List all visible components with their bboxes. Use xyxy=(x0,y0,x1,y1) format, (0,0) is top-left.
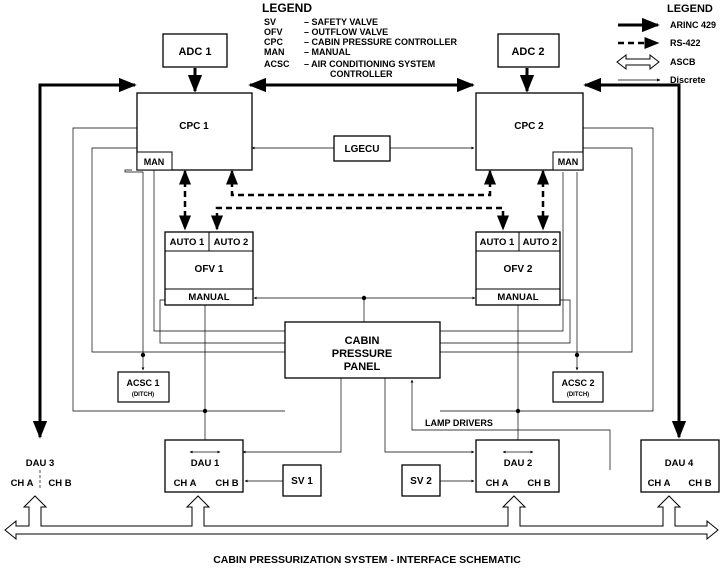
adc2-box xyxy=(497,33,560,68)
legend-ascb: ASCB xyxy=(670,57,696,67)
legend-lines: LEGEND ARINC 429 RS-422 ASCB Discrete xyxy=(616,3,716,85)
cpc1-label: CPC 1 xyxy=(179,121,209,132)
ofv2-box xyxy=(475,231,561,306)
acsc2-ditch-label: (DITCH) xyxy=(567,392,589,398)
dau2-label: DAU 2 xyxy=(504,458,533,469)
cpc2-label: CPC 2 xyxy=(514,121,544,132)
legend-rs422: RS-422 xyxy=(670,38,701,48)
arinc-buses xyxy=(32,68,687,439)
junction-dots xyxy=(140,295,580,414)
ofv1-manual-label: MANUAL xyxy=(188,292,229,303)
sv1-box xyxy=(282,464,322,497)
acsc1-label: ACSC 1 xyxy=(126,378,159,388)
legend-desc: – AIR CONDITIONING SYSTEM xyxy=(304,59,435,69)
box-labels: ADC 1 ADC 2 CPC 1 CPC 2 MAN MAN LGECU AU… xyxy=(11,46,712,489)
diagram-caption: CABIN PRESSURIZATION SYSTEM - INTERFACE … xyxy=(213,554,521,566)
dau1-chb-label: CH B xyxy=(215,478,238,489)
dau2-box xyxy=(475,439,560,493)
dau4-box xyxy=(640,439,720,493)
panel-label-line3: PANEL xyxy=(344,361,381,373)
rs422-buses xyxy=(179,169,549,231)
dau1-label: DAU 1 xyxy=(191,458,220,469)
component-boxes xyxy=(117,33,720,497)
legend-title: LEGEND xyxy=(262,1,312,15)
dau1-box xyxy=(164,439,244,493)
sv2-label: SV 2 xyxy=(410,476,432,487)
adc1-box xyxy=(162,33,228,68)
legend-desc: – SAFETY VALVE xyxy=(304,17,378,27)
dau4-chb-label: CH B xyxy=(688,478,711,489)
ofv2-label: OFV 2 xyxy=(504,264,533,275)
dau1-cha-label: CH A xyxy=(174,478,197,489)
legend-discrete: Discrete xyxy=(670,75,706,85)
dau3-chb-label: CH B xyxy=(48,478,71,489)
legend-abbreviations: LEGEND SV – SAFETY VALVE OFV – OUTFLOW V… xyxy=(262,1,458,79)
sv2-box xyxy=(401,464,441,497)
legend-abbr: ACSC xyxy=(264,59,290,69)
lamp-drivers-label: LAMP DRIVERS xyxy=(425,418,493,428)
legend-abbr: OFV xyxy=(264,27,283,37)
ofv1-auto1-label: AUTO 1 xyxy=(170,237,205,248)
panel-label-line2: PRESSURE xyxy=(332,348,393,360)
legend-abbr: MAN xyxy=(264,47,285,57)
acsc1-ditch-label: (DITCH) xyxy=(132,392,154,398)
legend-desc: – MANUAL xyxy=(304,47,351,57)
acsc1-box xyxy=(117,371,170,403)
discrete-wiring xyxy=(39,127,680,492)
cpc1-man-box xyxy=(136,151,173,171)
ascb-line-sample xyxy=(616,53,660,71)
ofv2-auto2-label: AUTO 2 xyxy=(523,237,558,248)
cpc2-man-label: MAN xyxy=(558,157,579,167)
cpc1-man-label: MAN xyxy=(144,157,165,167)
dau2-cha-label: CH A xyxy=(486,478,509,489)
adc1-label: ADC 1 xyxy=(178,46,211,58)
dau4-cha-label: CH A xyxy=(648,478,671,489)
legend-desc: – OUTFLOW VALVE xyxy=(304,27,388,37)
legend-desc-cont: CONTROLLER xyxy=(330,69,393,79)
acsc2-label: ACSC 2 xyxy=(561,378,594,388)
ofv2-auto1-label: AUTO 1 xyxy=(480,237,515,248)
ofv1-label: OFV 1 xyxy=(195,264,224,275)
lgecu-box xyxy=(333,135,391,162)
cpc2-man-box xyxy=(552,151,584,171)
ofv1-auto2-label: AUTO 2 xyxy=(214,237,249,248)
ofv-dividers xyxy=(165,232,560,290)
ascb-bus xyxy=(4,495,719,541)
legend-title: LEGEND xyxy=(667,3,713,15)
panel-label-line1: CABIN xyxy=(345,335,380,347)
sv1-label: SV 1 xyxy=(291,476,313,487)
adc2-label: ADC 2 xyxy=(511,46,544,58)
legend-arinc: ARINC 429 xyxy=(670,20,716,30)
ofv2-manual-label: MANUAL xyxy=(497,292,538,303)
lgecu-label: LGECU xyxy=(345,144,380,155)
legend-abbr: SV xyxy=(264,17,276,27)
legend-abbr: CPC xyxy=(264,37,284,47)
dau4-label: DAU 4 xyxy=(665,458,694,469)
dau2-chb-label: CH B xyxy=(527,478,550,489)
legend-desc: – CABIN PRESSURE CONTROLLER xyxy=(304,37,458,47)
dau3-label: DAU 3 xyxy=(26,458,55,469)
cabin-pressure-panel-box xyxy=(284,321,441,379)
dau3-cha-label: CH A xyxy=(11,478,34,489)
acsc2-box xyxy=(552,371,604,403)
